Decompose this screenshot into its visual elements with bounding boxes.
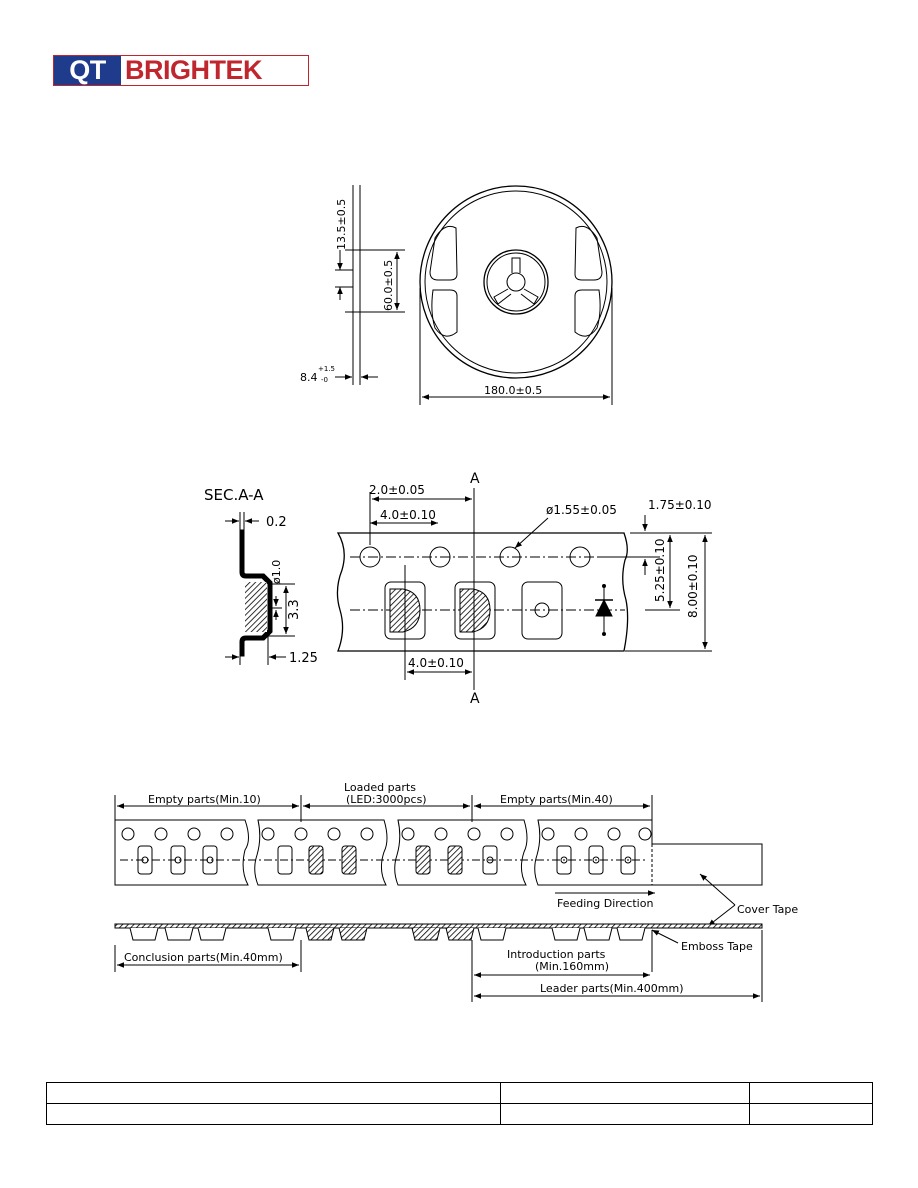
tape-layout-dims: [114, 795, 653, 822]
dim-sprocket-dia: ø1.55±0.05: [546, 503, 617, 517]
leader-parts-label: Leader parts(Min.400mm): [540, 982, 684, 995]
reel-front-view: [419, 185, 613, 405]
footer-cell: [500, 1082, 750, 1104]
dim-reel-dia: 180.0±0.5: [484, 384, 542, 397]
loaded-parts-label: Loaded parts: [344, 781, 416, 794]
carrier-tape: [336, 488, 712, 690]
footer-cell: [46, 1082, 501, 1104]
dim-tape-width: 8.4: [300, 371, 318, 384]
footer-cell: [46, 1103, 501, 1125]
logo-mark: QT: [54, 55, 121, 85]
footer-cell: [749, 1103, 873, 1125]
tape-top-view: [114, 819, 763, 944]
footer-cell: [500, 1103, 750, 1125]
dim-pocket-pitch: 4.0±0.10: [408, 656, 464, 670]
table-row: [46, 1082, 873, 1104]
tape-side-view: [114, 923, 763, 1002]
footer-table: [46, 1082, 873, 1125]
feeding-direction-label: Feeding Direction: [557, 897, 653, 910]
cover-tape-label: Cover Tape: [737, 903, 798, 916]
dim-edge: 1.75±0.10: [648, 498, 712, 512]
dim-center: 5.25±0.10: [653, 539, 667, 603]
dim-hole-pitch: 4.0±0.10: [380, 508, 436, 522]
loaded-qty-label: (LED:3000pcs): [346, 793, 427, 806]
reel-side-view: [335, 185, 405, 385]
dim-hole-pitch-half: 2.0±0.05: [369, 483, 425, 497]
dim-base: 1.25: [289, 651, 318, 666]
company-logo: QT BRIGHTEK: [53, 55, 309, 86]
dim-hub-width: 13.5±0.5: [335, 199, 348, 250]
marker-a-bottom: A: [470, 691, 480, 707]
dim-depth: 3.3: [287, 599, 302, 620]
logo-text: BRIGHTEK: [121, 55, 308, 85]
conclusion-parts-label: Conclusion parts(Min.40mm): [124, 951, 283, 964]
footer-cell: [749, 1082, 873, 1104]
dim-tape-tol-minus: -0: [321, 376, 328, 384]
dim-hub-dia: 60.0±0.5: [382, 260, 395, 311]
introduction-parts-label: Introduction parts: [507, 948, 606, 961]
dim-tape-tol-plus: +1.5: [318, 365, 335, 373]
empty-parts-right-label: Empty parts(Min.40): [500, 793, 613, 806]
empty-parts-left-label: Empty parts(Min.10): [148, 793, 261, 806]
dim-width: 8.00±0.10: [686, 555, 700, 619]
section-view: [225, 512, 295, 665]
emboss-tape-label: Emboss Tape: [681, 940, 753, 953]
table-row: [46, 1103, 873, 1125]
dim-hole: ø1.0: [270, 560, 283, 584]
marker-a-top: A: [470, 471, 480, 487]
dim-thickness: 0.2: [266, 515, 287, 530]
introduction-min-label: (Min.160mm): [535, 960, 609, 973]
section-label: SEC.A-A: [204, 486, 264, 504]
